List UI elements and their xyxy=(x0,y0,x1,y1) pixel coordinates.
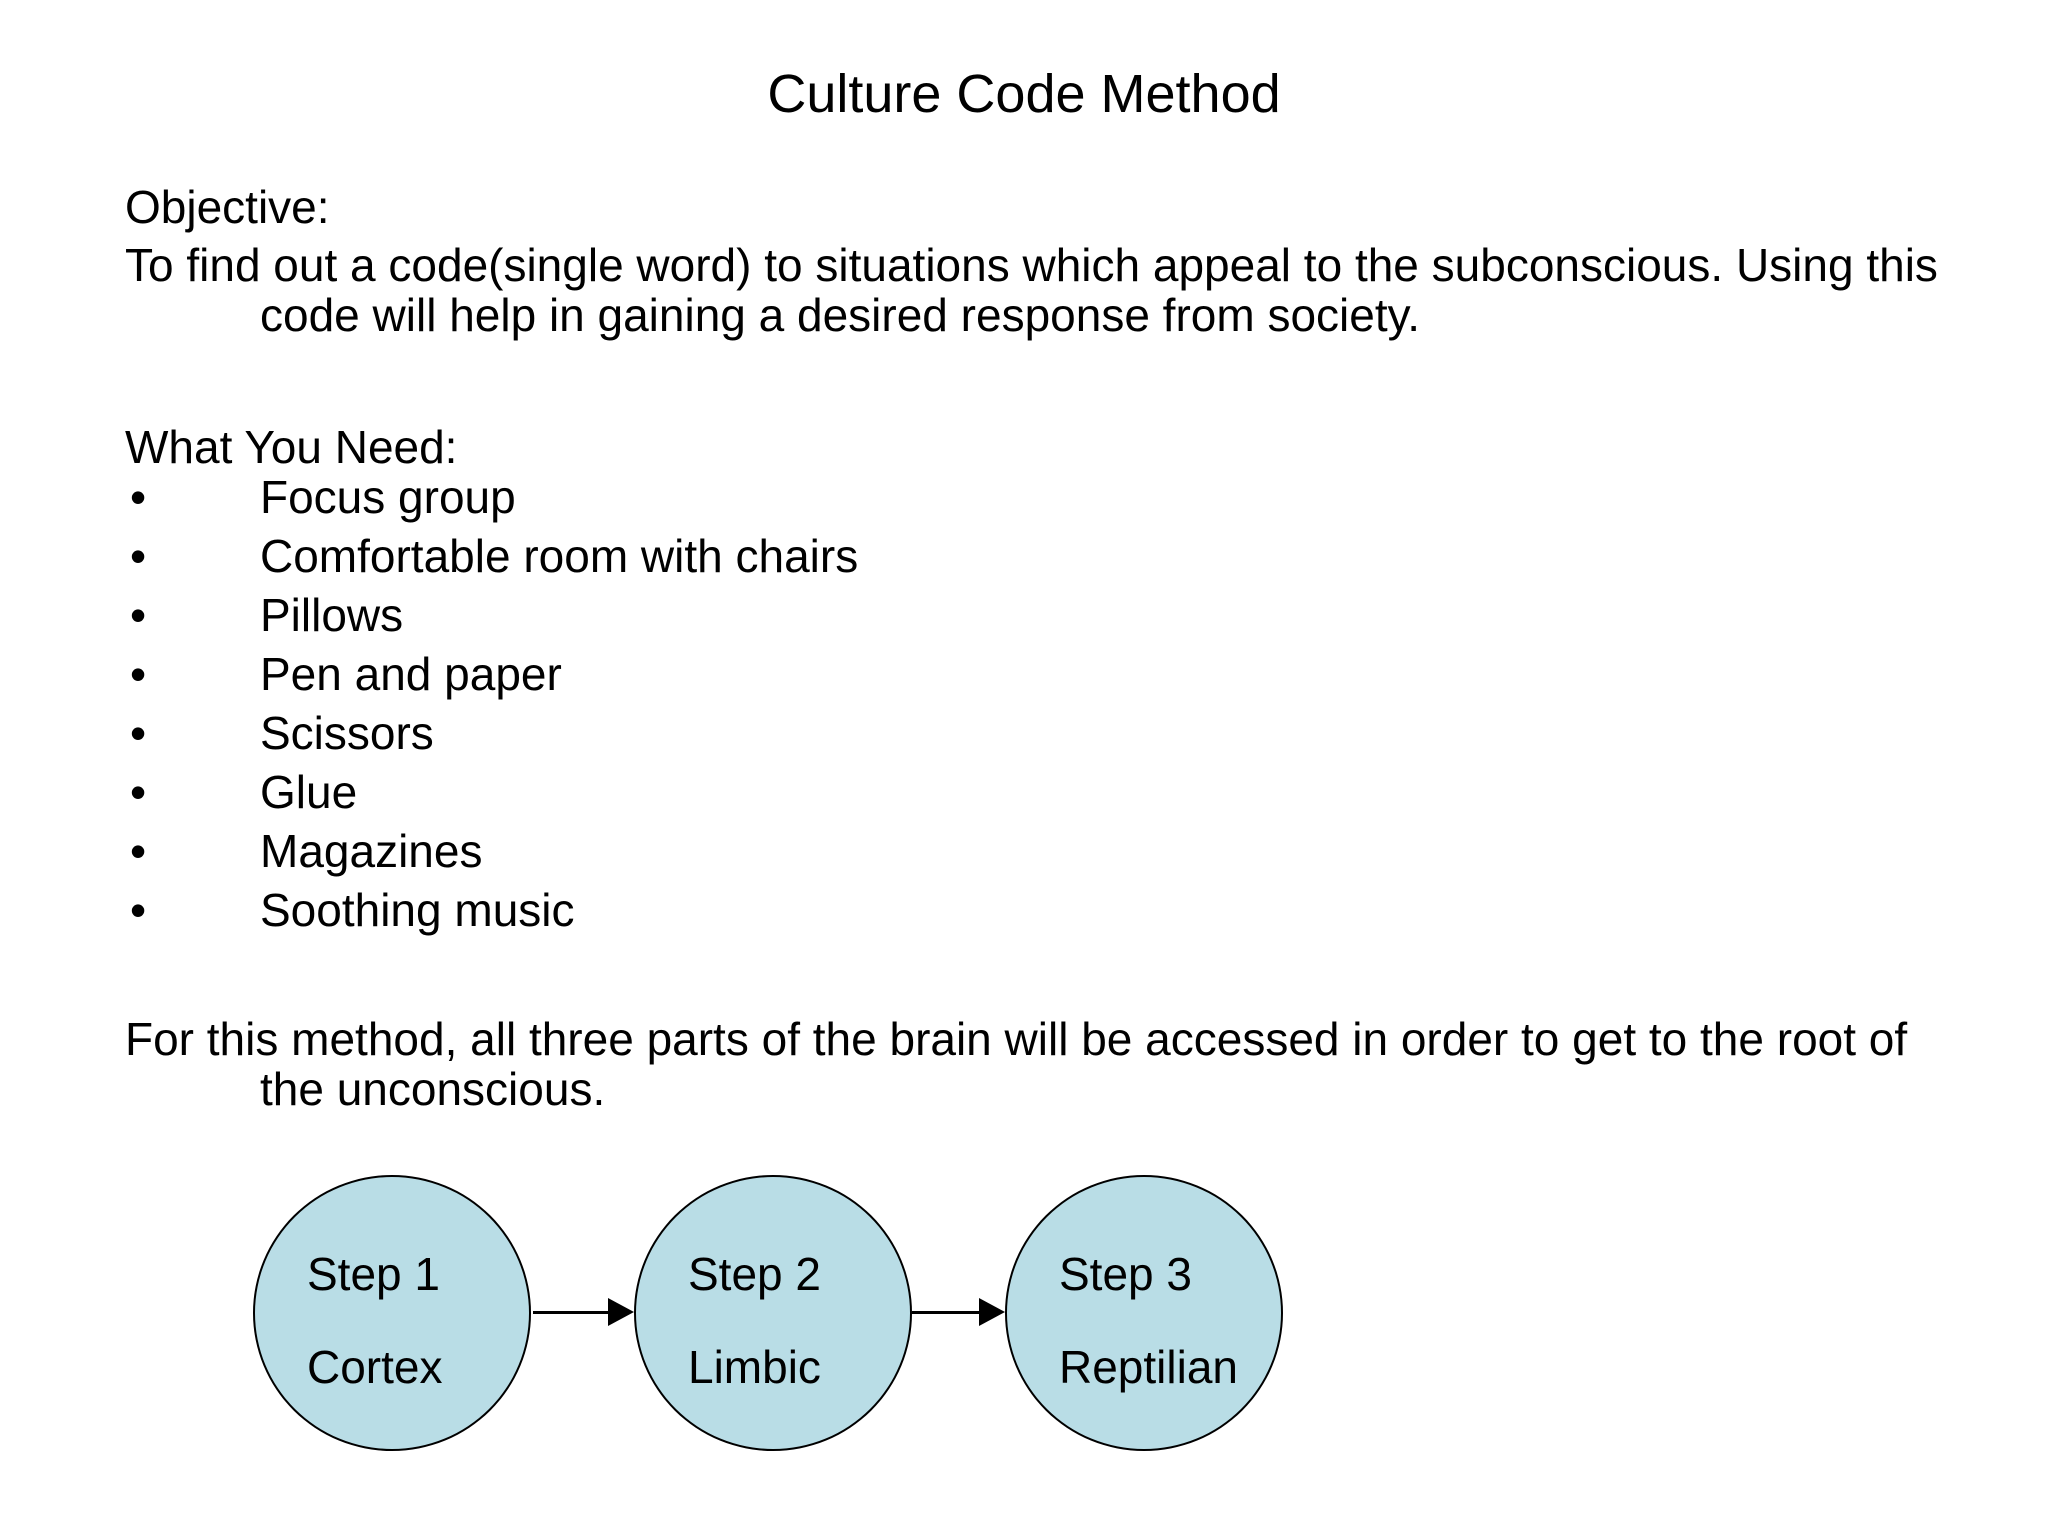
list-item: • Focus group xyxy=(125,468,1325,527)
list-item-label: Scissors xyxy=(260,707,434,759)
list-item: • Comfortable room with chairs xyxy=(125,527,1325,586)
arrow-shaft xyxy=(912,1311,981,1314)
list-item: • Magazines xyxy=(125,822,1325,881)
list-item: • Scissors xyxy=(125,704,1325,763)
arrow-right-icon xyxy=(912,1298,1005,1326)
list-item-label: Magazines xyxy=(260,825,483,877)
step-label: Step 1 xyxy=(307,1248,440,1300)
list-item-label: Soothing music xyxy=(260,884,575,936)
step-label: Step 2 xyxy=(688,1248,821,1300)
method-note-line-1: For this method, all three parts of the … xyxy=(125,1013,1908,1065)
step-circle-3: Step 3 Reptilian xyxy=(1005,1175,1283,1451)
objective-heading: Objective: xyxy=(125,181,330,233)
bullet-icon: • xyxy=(130,766,147,818)
objective-line-2: code will help in gaining a desired resp… xyxy=(260,289,1420,341)
bullet-icon: • xyxy=(130,589,147,641)
method-note-paragraph: For this method, all three parts of the … xyxy=(125,1014,1985,1114)
step-circle-1: Step 1 Cortex xyxy=(253,1175,531,1451)
page-title: Culture Code Method xyxy=(767,64,1281,124)
list-item-label: Pen and paper xyxy=(260,648,562,700)
list-item-label: Glue xyxy=(260,766,358,818)
step-label: Step 3 xyxy=(1059,1248,1192,1300)
bullet-icon: • xyxy=(130,648,147,700)
list-item: • Glue xyxy=(125,763,1325,822)
brain-part-label: Reptilian xyxy=(1059,1341,1238,1393)
list-item-label: Focus group xyxy=(260,471,516,523)
list-item-label: Pillows xyxy=(260,589,404,641)
brain-part-label: Limbic xyxy=(688,1341,821,1393)
arrow-head xyxy=(979,1298,1005,1326)
bullet-icon: • xyxy=(130,825,147,877)
step-circle-2: Step 2 Limbic xyxy=(634,1175,912,1451)
list-item: • Soothing music xyxy=(125,881,1325,940)
bullet-icon: • xyxy=(130,707,147,759)
brain-part-label: Cortex xyxy=(307,1341,443,1393)
materials-list: • Focus group • Comfortable room with ch… xyxy=(125,468,1325,940)
list-item: • Pen and paper xyxy=(125,645,1325,704)
bullet-icon: • xyxy=(130,471,147,523)
bullet-icon: • xyxy=(130,884,147,936)
arrow-shaft xyxy=(533,1311,610,1314)
objective-paragraph: To find out a code(single word) to situa… xyxy=(125,240,1985,340)
objective-line-1: To find out a code(single word) to situa… xyxy=(125,239,1938,291)
materials-heading: What You Need: xyxy=(125,421,458,473)
bullet-icon: • xyxy=(130,530,147,582)
list-item-label: Comfortable room with chairs xyxy=(260,530,859,582)
method-note-line-2: the unconscious. xyxy=(260,1063,606,1115)
arrow-right-icon xyxy=(533,1298,634,1326)
list-item: • Pillows xyxy=(125,586,1325,645)
arrow-head xyxy=(608,1298,634,1326)
